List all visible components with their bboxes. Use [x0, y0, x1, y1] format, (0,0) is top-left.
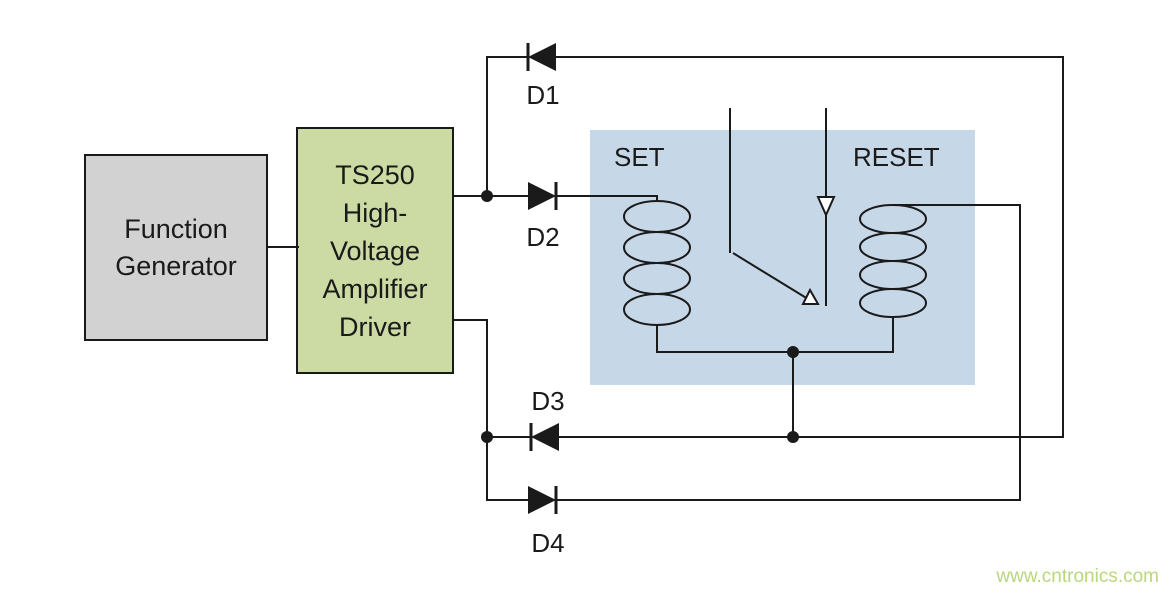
- watermark: www.cntronics.com: [996, 566, 1159, 587]
- diode-d2: [528, 182, 558, 210]
- junction-dot: [787, 346, 799, 358]
- amplifier-box: [296, 127, 454, 374]
- reset-coil-turn: [859, 288, 927, 318]
- diode-d1: [526, 43, 556, 71]
- amplifier-label-line2: High-: [342, 197, 408, 228]
- wire-d2-to-set-coil: [556, 195, 658, 201]
- function-generator-label-line2: Generator: [115, 250, 237, 281]
- diode-d3: [529, 423, 559, 451]
- set-coil-turn: [623, 293, 691, 326]
- reset-coil: [859, 204, 927, 318]
- junction-dot: [481, 431, 493, 443]
- amplifier-label-line1: TS250: [335, 159, 415, 190]
- diode-d3-label: D3: [531, 386, 565, 416]
- amplifier-label-line3: Voltage: [329, 235, 421, 266]
- contact-blade: [732, 252, 809, 300]
- function-generator-label: Function Generator: [85, 155, 267, 340]
- diode-d1-label: D1: [526, 80, 560, 110]
- junction-dot: [481, 190, 493, 202]
- junction-dot: [787, 431, 799, 443]
- function-generator-label-line1: Function: [124, 213, 228, 244]
- relay-block: [590, 130, 975, 385]
- diode-d4: [528, 486, 558, 514]
- wire-d4-to-reset-coil: [556, 204, 1021, 501]
- diode-d4-triangle-icon: [528, 486, 556, 514]
- amplifier-label: TS250 High- Voltage Amplifier Driver: [297, 128, 453, 373]
- amplifier-label-line5: Driver: [339, 311, 411, 342]
- function-generator-box: [84, 154, 268, 341]
- set-coil: [623, 200, 691, 326]
- reset-coil-label: RESET: [853, 142, 940, 172]
- contact-blade-tip-icon: [801, 287, 820, 305]
- wire-coil-common-bottom: [656, 317, 894, 353]
- diode-d2-triangle-icon: [528, 182, 556, 210]
- diode-d4-label: D4: [531, 528, 565, 558]
- amplifier-label-line4: Amplifier: [322, 273, 428, 304]
- diode-d3-triangle-icon: [531, 423, 559, 451]
- wire-amplifier-output-bottom: [453, 319, 528, 501]
- contact-arrow-icon: [816, 196, 836, 218]
- diode-d2-label: D2: [526, 222, 560, 252]
- wire-d1-outer-loop: [556, 56, 1064, 438]
- set-coil-label: SET: [614, 142, 665, 172]
- diode-d1-triangle-icon: [528, 43, 556, 71]
- wire-junction-a-to-d1: [486, 56, 528, 196]
